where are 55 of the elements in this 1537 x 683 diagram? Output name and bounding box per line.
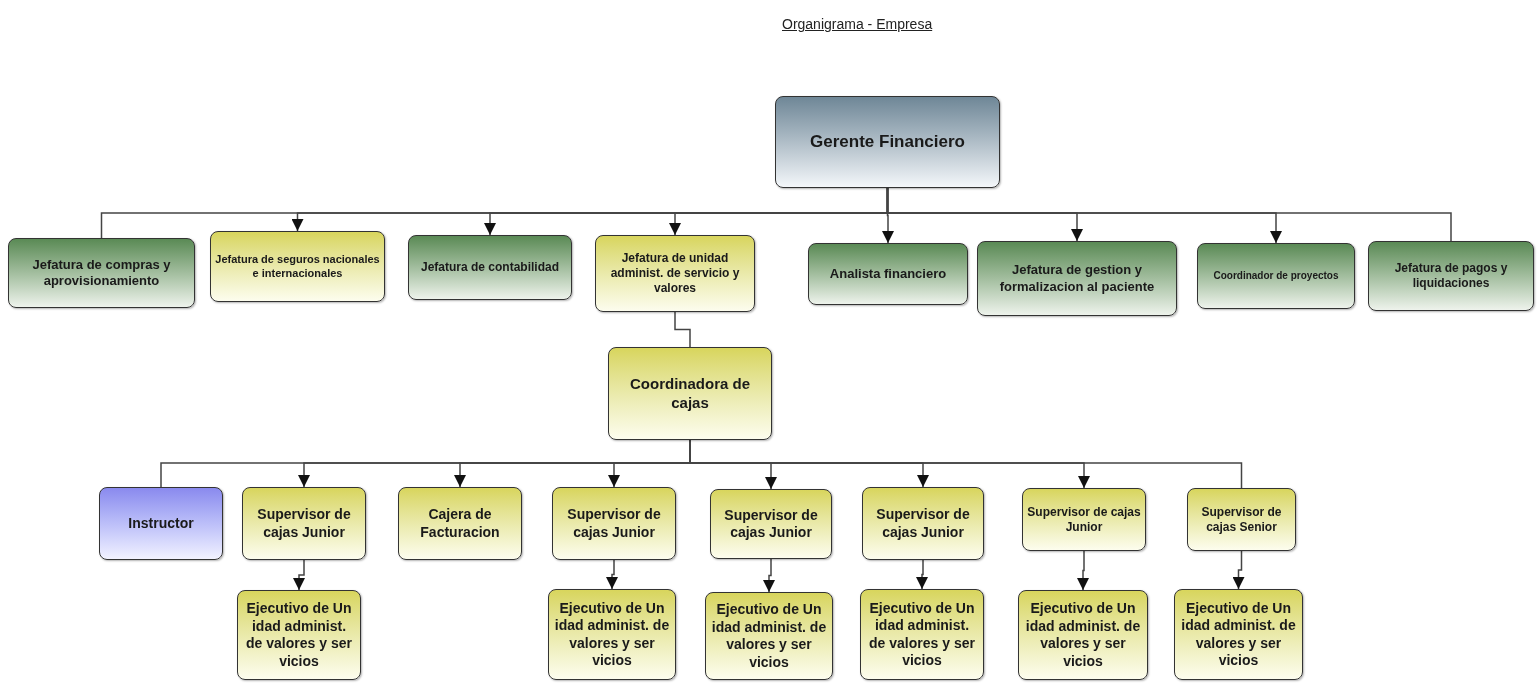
role-box	[608, 347, 772, 440]
role-label: Coordinadora de cajas	[629, 374, 751, 413]
role-box	[1368, 241, 1534, 311]
role-label: Ejecutivo de Un idad administ. de valores y ser vicios	[245, 600, 353, 670]
role-label: Ejecutivo de Un idad administ. de valores y ser vicios	[553, 599, 671, 670]
role-label: Supervisor de cajas Junior	[1027, 504, 1141, 535]
role-box	[862, 487, 984, 560]
role-label: Supervisor de cajas Junior	[875, 506, 971, 541]
role-box	[1022, 488, 1146, 551]
role-box	[1174, 589, 1303, 680]
role-label: Jefatura de gestion y formalizacion al paciente	[998, 262, 1156, 295]
role-label: Ejecutivo de Un idad administ. de valores y ser vicios	[1024, 600, 1142, 670]
role-box	[860, 589, 984, 680]
connector-arrow	[1232, 550, 1245, 590]
connector-arrow	[763, 558, 775, 593]
role-box	[99, 487, 223, 560]
role-box	[242, 487, 366, 560]
role-label: Ejecutivo de Un idad administ. de valores y ser vicios	[710, 601, 828, 671]
role-box	[705, 592, 833, 680]
role-label: Supervisor de cajas Junior	[256, 506, 352, 541]
connector-arrow	[1077, 550, 1089, 591]
role-box	[548, 589, 676, 680]
role-label: Jefatura de pagos y liquidaciones	[1393, 261, 1509, 291]
role-label: Gerente Financiero	[810, 131, 965, 153]
connector-arrow	[916, 559, 928, 590]
role-box	[8, 238, 195, 308]
role-box	[1187, 488, 1296, 551]
connector-arrow	[293, 559, 305, 591]
role-box	[1018, 590, 1148, 680]
role-box	[595, 235, 755, 312]
role-box	[237, 590, 361, 680]
role-box	[1197, 243, 1355, 309]
role-label: Ejecutivo de Un idad administ. de valores y ser vicios	[868, 599, 976, 670]
role-label: Supervisor de cajas Junior	[723, 506, 819, 542]
role-box	[552, 487, 676, 560]
role-label: Jefatura de contabilidad	[421, 260, 559, 275]
role-box	[398, 487, 522, 560]
role-box	[408, 235, 572, 300]
connector-arrow	[606, 559, 618, 590]
role-box	[977, 241, 1177, 316]
chart-title: Organigrama - Empresa	[782, 15, 933, 34]
role-label: Jefatura de unidad administ. de servicio y valores	[609, 251, 741, 296]
role-label: Analista financiero	[829, 265, 947, 283]
role-label: Cajera de Facturacion	[419, 506, 501, 541]
role-label: Supervisor de cajas Senior	[1200, 504, 1283, 535]
role-box	[210, 231, 385, 302]
role-label: Supervisor de cajas Junior	[566, 506, 662, 541]
role-box	[775, 96, 1000, 188]
role-label: Jefatura de seguros nacionales e internacionales	[215, 252, 380, 281]
role-label: Instructor	[128, 514, 194, 533]
role-box	[808, 243, 968, 305]
role-box	[710, 489, 832, 559]
role-label: Ejecutivo de Un idad administ. de valores y ser vicios	[1180, 599, 1297, 670]
role-label: Coordinador de proyectos	[1213, 269, 1339, 283]
role-label: Jefatura de compras y aprovisionamiento	[31, 256, 172, 290]
